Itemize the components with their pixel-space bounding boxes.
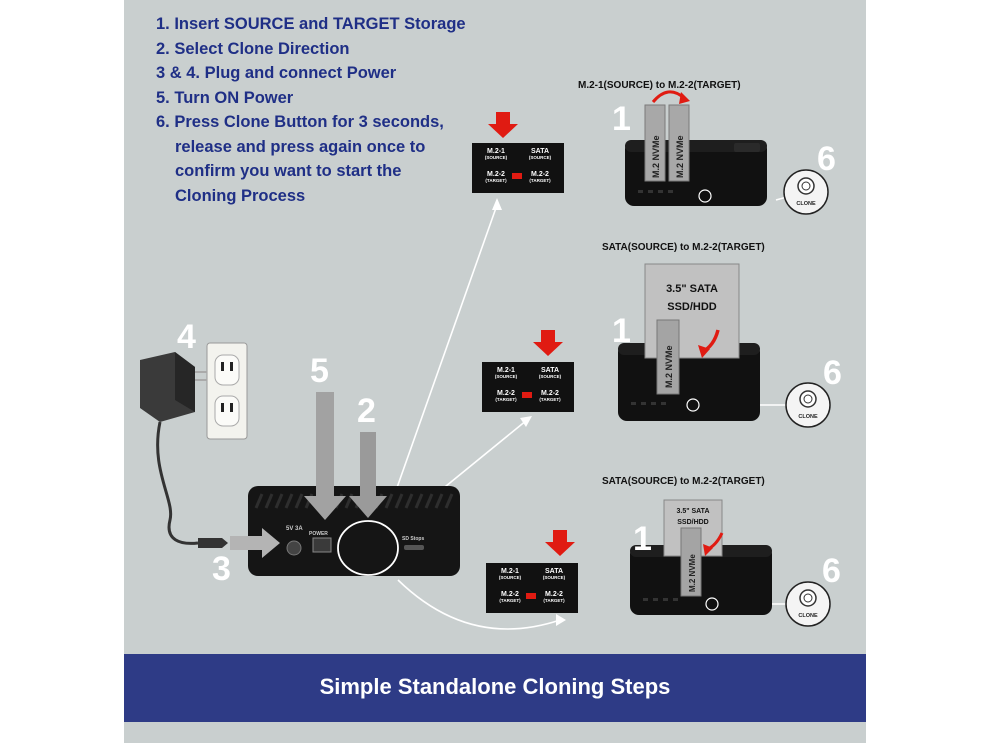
step-number-1a: 1 — [612, 100, 631, 138]
instruction-step-6: 6. Press Clone Button for 3 seconds, — [156, 113, 444, 131]
switch-sata: SATA — [540, 367, 560, 374]
clone-label-1: CLONE — [796, 201, 816, 207]
red-arrow-2 — [533, 330, 563, 356]
switch-m21: M.2-1 — [501, 568, 519, 575]
title-banner: Simple Standalone Cloning Steps — [124, 654, 866, 722]
switch-m21: M.2-1 — [497, 367, 515, 374]
instruction-step-6-cont-2: confirm you want to start the — [175, 162, 402, 180]
drive-label-1a: M.2 NVMe — [651, 135, 661, 178]
instruction-list: 1. Insert SOURCE and TARGET Storage 2. S… — [156, 12, 466, 208]
switch-source: (SOURCE) — [538, 374, 562, 379]
scenario-3-title: SATA(SOURCE) to M.2-2(TARGET) — [602, 476, 765, 487]
instruction-step-2: 2. Select Clone Direction — [156, 39, 350, 58]
clone-button-2 — [785, 382, 831, 428]
dc-plug — [198, 538, 228, 548]
switch-diagram-2: M.2-1 (SOURCE) M.2-2 (TARGET) SATA (SOUR… — [482, 362, 574, 412]
switch-m22: M.2-2 — [501, 591, 519, 598]
switch-m22: M.2-2 — [497, 390, 515, 397]
device-sd-label: SD Stops — [402, 536, 424, 542]
clone-label-2: CLONE — [798, 414, 818, 420]
device-power-label: POWER — [309, 531, 328, 537]
dock-scenario-1 — [625, 90, 767, 206]
step-number-3: 3 — [212, 550, 231, 588]
scenario-2-title: SATA(SOURCE) to M.2-2(TARGET) — [602, 242, 765, 253]
switch-sata: SATA — [544, 568, 564, 575]
step-number-6a: 6 — [817, 140, 836, 178]
switch-direction-arrow — [522, 392, 532, 398]
power-cable — [156, 421, 199, 545]
switch-m22: M.2-2 — [545, 591, 563, 598]
sata-label-2b: SSD/HDD — [667, 301, 717, 313]
switch-m21: M.2-1 — [487, 148, 505, 155]
drive-label-2: M.2 NVMe — [664, 345, 674, 388]
switch-direction-arrow — [526, 593, 536, 599]
switch-source: (SOURCE) — [484, 155, 508, 160]
arrowhead-1 — [492, 198, 502, 210]
connector-line-3 — [397, 579, 561, 630]
step-number-4: 4 — [177, 318, 196, 356]
arrowhead-2 — [520, 416, 532, 427]
switch-arrow-down — [349, 432, 387, 518]
switch-target: (TARGET) — [495, 397, 517, 402]
switch-source: (SOURCE) — [542, 575, 566, 580]
step-number-2: 2 — [357, 392, 376, 430]
switch-diagram-1: M.2-1 (SOURCE) M.2-2 (TARGET) SATA (SOUR… — [472, 143, 564, 193]
step-number-6c: 6 — [822, 552, 841, 590]
sata-label-3b: SSD/HDD — [677, 519, 709, 526]
switch-target: (TARGET) — [499, 598, 521, 603]
clone-button-1 — [783, 169, 829, 215]
power-button-arrow — [304, 392, 346, 520]
red-arrow-3 — [545, 530, 575, 556]
red-arrow-1 — [488, 112, 518, 138]
connector-line-1 — [381, 204, 498, 531]
banner-title: Simple Standalone Cloning Steps — [319, 674, 671, 699]
instruction-step-6-cont-1: release and press again once to — [175, 137, 426, 156]
power-arrow — [230, 528, 280, 558]
instruction-step-1: 1. Insert SOURCE and TARGET Storage — [156, 15, 466, 33]
power-adapter — [140, 352, 207, 422]
sata-label-2a: 3.5" SATA — [666, 283, 718, 295]
switch-m22: M.2-2 — [487, 171, 505, 178]
instruction-step-5: 5. Turn ON Power — [156, 88, 294, 107]
step-number-5: 5 — [310, 352, 329, 390]
switch-source: (SOURCE) — [528, 155, 552, 160]
step-number-1c: 1 — [633, 520, 652, 558]
clone-button-3 — [785, 581, 831, 627]
switch-source: (SOURCE) — [494, 374, 518, 379]
dock-scenario-2 — [618, 263, 760, 421]
step-number-1b: 1 — [612, 312, 631, 350]
drive-label-1b: M.2 NVMe — [675, 135, 685, 178]
switch-target: (TARGET) — [485, 178, 507, 183]
instruction-step-3-4: 3 & 4. Plug and connect Power — [156, 64, 397, 82]
switch-target: (TARGET) — [543, 598, 565, 603]
sata-label-3a: 3.5" SATA — [676, 508, 709, 515]
step-number-6b: 6 — [823, 354, 842, 392]
switch-target: (TARGET) — [539, 397, 561, 402]
clone-label-3: CLONE — [798, 613, 818, 619]
device-dc-label: 5V 3A — [286, 526, 303, 532]
switch-sata: SATA — [530, 148, 550, 155]
instruction-step-6-cont-3: Cloning Process — [175, 186, 306, 205]
scenario-1-title: M.2-1(SOURCE) to M.2-2(TARGET) — [578, 80, 741, 91]
switch-m22: M.2-2 — [541, 390, 559, 397]
drive-label-3: M.2 NVMe — [688, 554, 697, 592]
arrowhead-3 — [556, 614, 566, 626]
switch-source: (SOURCE) — [498, 575, 522, 580]
switch-direction-arrow — [512, 173, 522, 179]
switch-m22: M.2-2 — [531, 171, 549, 178]
switch-diagram-3: M.2-1 (SOURCE) M.2-2 (TARGET) SATA (SOUR… — [486, 563, 578, 613]
switch-target: (TARGET) — [529, 178, 551, 183]
dock-scenario-3 — [630, 499, 772, 615]
